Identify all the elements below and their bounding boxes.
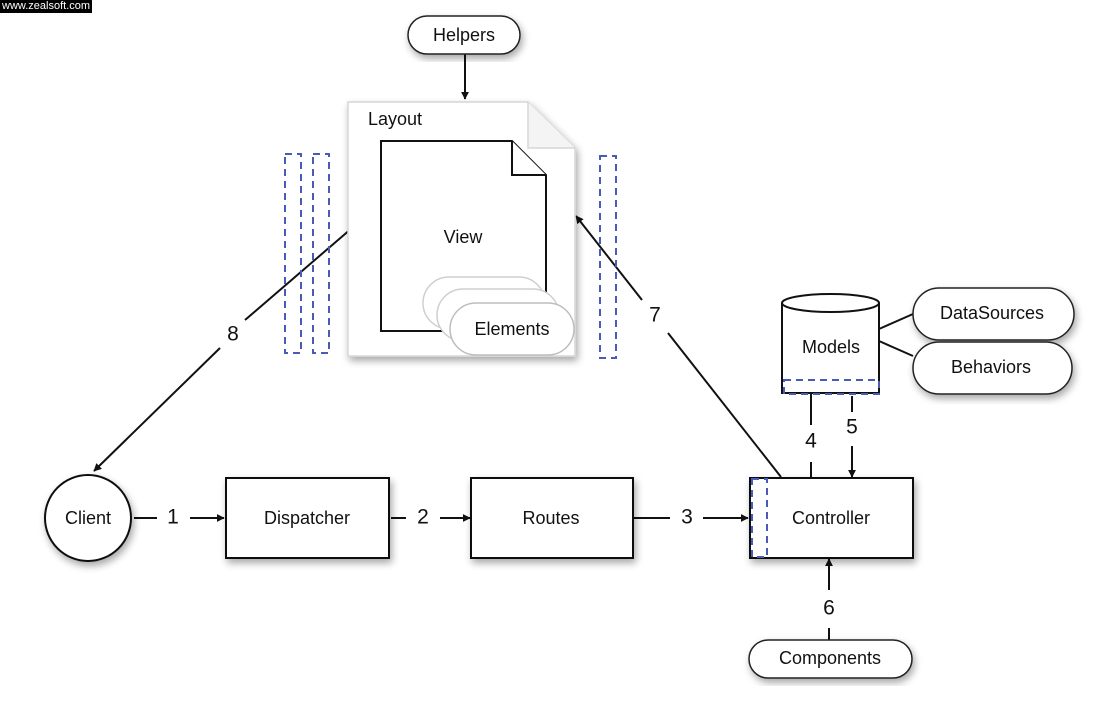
connectors <box>93 52 914 640</box>
client-label: Client <box>65 508 111 528</box>
helpers-node: Helpers <box>407 15 521 55</box>
controller-node: Controller <box>749 477 914 559</box>
models-label: Models <box>802 337 860 357</box>
datasources-label: DataSources <box>940 303 1044 323</box>
behaviors-node: Behaviors <box>912 341 1073 395</box>
routes-label: Routes <box>522 508 579 528</box>
step-label: 2 <box>417 506 429 529</box>
arrow-step-8 <box>244 227 353 321</box>
models-dashed-marker <box>783 379 880 395</box>
dashed-marker-left-inner <box>312 153 330 354</box>
behaviors-label: Behaviors <box>951 357 1031 377</box>
components-node: Components <box>748 639 913 679</box>
step-numbers: 1 2 3 4 5 6 7 8 <box>167 304 858 620</box>
step-label: 5 <box>846 416 858 439</box>
elements-node: Elements <box>422 276 575 356</box>
routes-node: Routes <box>470 477 634 559</box>
arrow-step-7 <box>667 332 782 478</box>
step-label: 4 <box>805 430 817 453</box>
dashed-markers <box>284 153 617 359</box>
dashed-marker-left-outer <box>284 153 302 354</box>
elements-label: Elements <box>474 319 549 339</box>
arrow-step-8-head <box>93 347 221 472</box>
link-models-datasources <box>878 313 914 330</box>
watermark: www.zealsoft.com <box>0 0 93 13</box>
datasources-node: DataSources <box>912 287 1075 341</box>
layout-node: Layout View Elements <box>347 101 576 357</box>
layout-label: Layout <box>368 109 422 129</box>
arrow-step-7-head <box>575 215 643 301</box>
dispatcher-label: Dispatcher <box>264 508 350 528</box>
dispatcher-node: Dispatcher <box>225 477 390 559</box>
client-node: Client <box>44 474 132 562</box>
step-label: 6 <box>823 597 835 620</box>
view-label: View <box>444 227 484 247</box>
step-label: 1 <box>167 506 179 529</box>
step-label: 3 <box>681 506 693 529</box>
helpers-label: Helpers <box>433 25 495 45</box>
step-label: 8 <box>227 323 239 346</box>
link-models-behaviors <box>878 340 914 357</box>
step-label: 7 <box>649 304 661 327</box>
models-node: Models <box>781 293 880 395</box>
controller-label: Controller <box>792 508 870 528</box>
controller-dashed-marker <box>751 478 768 558</box>
components-label: Components <box>779 648 881 668</box>
